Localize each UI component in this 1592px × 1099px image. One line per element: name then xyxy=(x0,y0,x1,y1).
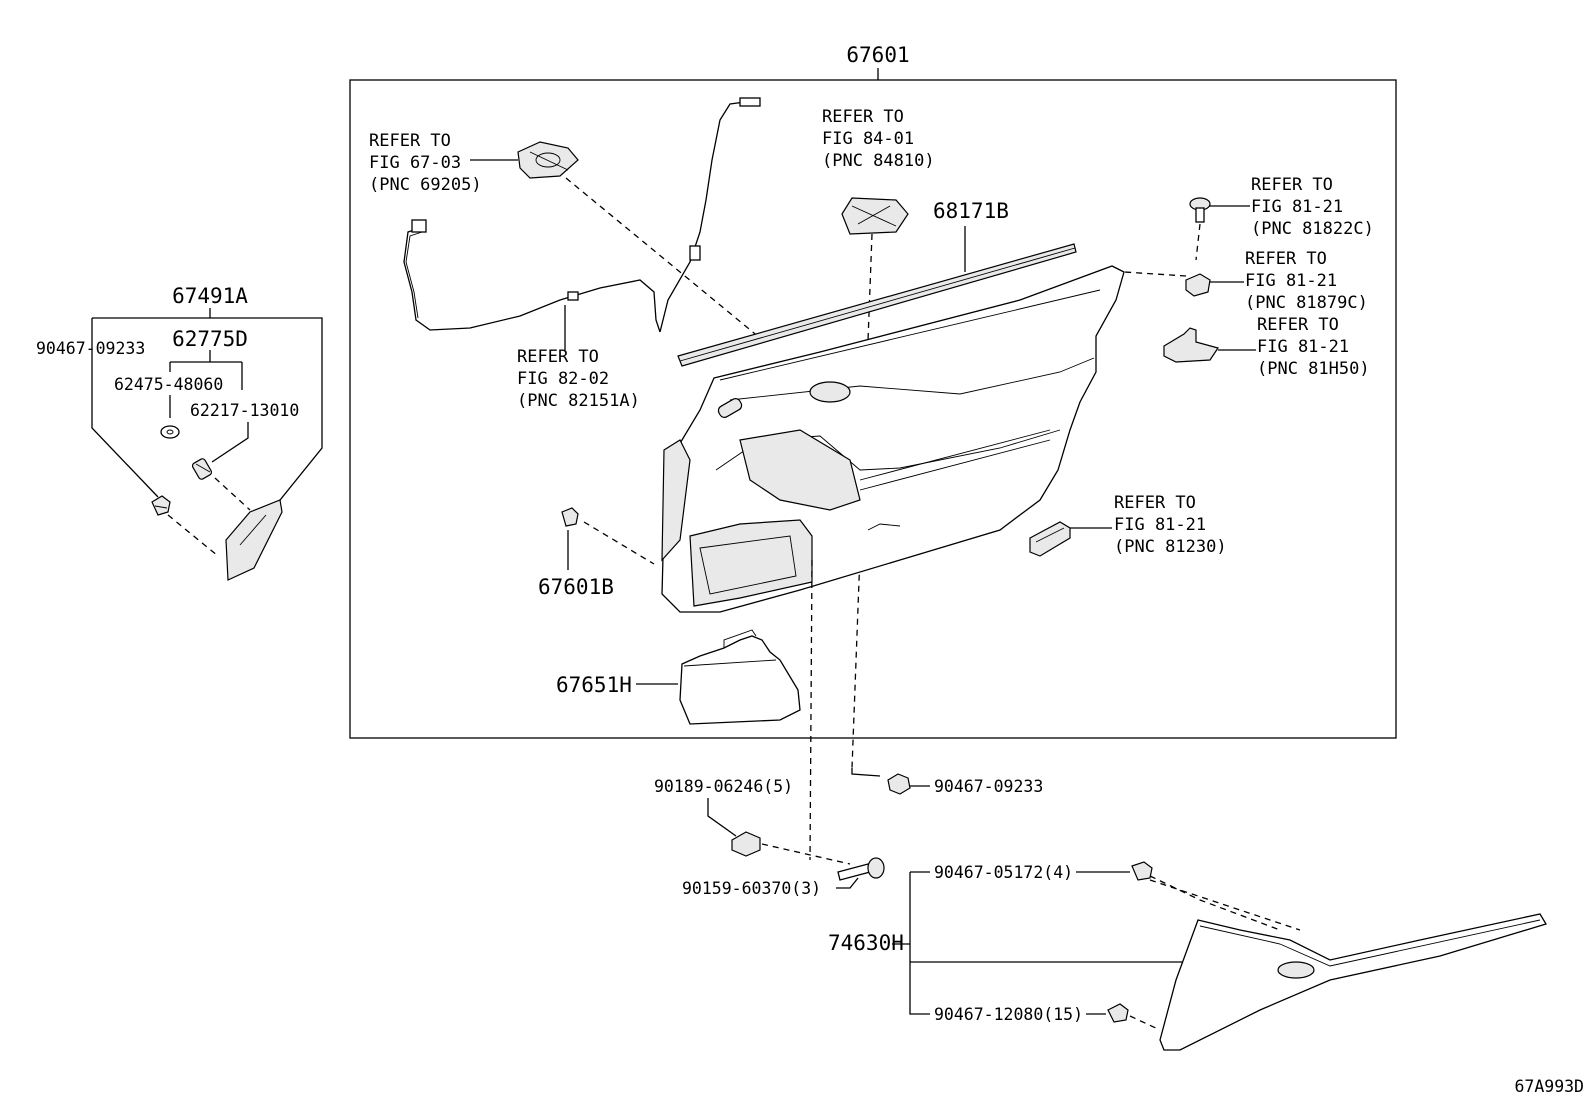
door-clip-67601B-part xyxy=(561,507,579,527)
ref-clip1-line3: (PNC 81822C) xyxy=(1251,219,1374,239)
door-pocket-part xyxy=(679,629,801,725)
bolt-90159-part xyxy=(837,857,885,881)
ref-switch-line2: FIG 84-01 xyxy=(822,129,914,149)
door-trim-panel-part xyxy=(661,265,1125,613)
wire-harness-part xyxy=(403,97,761,333)
ref-clip2-line3: (PNC 81879C) xyxy=(1245,293,1368,313)
ref-clip1-line1: REFER TO xyxy=(1251,175,1333,195)
bracket-panel-part xyxy=(225,499,283,581)
label-90467-05172: 90467-05172(4) xyxy=(934,863,1073,882)
clip-81879C-part xyxy=(1185,273,1211,297)
label-90159-60370: 90159-60370(3) xyxy=(682,879,821,898)
washer-part xyxy=(160,425,180,439)
label-67651H: 67651H xyxy=(556,673,632,697)
ref-handle-line3: (PNC 69205) xyxy=(369,175,482,195)
label-67601B: 67601B xyxy=(538,575,614,599)
clip-90467-09233-bottom-part xyxy=(887,773,911,795)
ref-clip3-line3: (PNC 81H50) xyxy=(1257,359,1370,379)
assembly-frame xyxy=(349,79,1397,739)
label-62775D: 62775D xyxy=(172,327,248,351)
ref-wire-line2: FIG 82-02 xyxy=(517,369,609,389)
ref-wire-line3: (PNC 82151A) xyxy=(517,391,640,411)
label-90467-09233-left: 90467-09233 xyxy=(36,339,145,358)
courtesy-lamp-part xyxy=(1029,521,1071,557)
ref-wire-line1: REFER TO xyxy=(517,347,599,367)
power-switch-part xyxy=(841,197,909,235)
ref-clip3-line1: REFER TO xyxy=(1257,315,1339,335)
ref-lamp-line1: REFER TO xyxy=(1114,493,1196,513)
nut-90189-part xyxy=(731,831,761,857)
ref-clip2-line2: FIG 81-21 xyxy=(1245,271,1337,291)
bracket-81H50-part xyxy=(1163,327,1219,363)
ref-switch-line3: (PNC 84810) xyxy=(822,151,935,171)
label-62475-48060: 62475-48060 xyxy=(114,375,223,394)
ref-switch-line1: REFER TO xyxy=(822,107,904,127)
ref-lamp-line2: FIG 81-21 xyxy=(1114,515,1206,535)
label-62217-13010: 62217-13010 xyxy=(190,401,299,420)
label-90467-12080: 90467-12080(15) xyxy=(934,1005,1083,1024)
diagram-code: 67A993D xyxy=(1514,1077,1584,1096)
label-67601: 67601 xyxy=(846,43,909,67)
scuff-plate-part xyxy=(1159,913,1547,1051)
label-74630H: 74630H xyxy=(828,931,904,955)
label-67491A: 67491A xyxy=(172,284,248,308)
label-90189-06246: 90189-06246(5) xyxy=(654,777,793,796)
clip-81822C-part xyxy=(1189,197,1211,223)
ref-clip2-line1: REFER TO xyxy=(1245,249,1327,269)
clip-62217-part xyxy=(191,458,213,480)
clip-90467-left-part xyxy=(151,495,171,516)
clip-90467-05172-part xyxy=(1131,861,1153,881)
weatherstrip-part xyxy=(677,243,1077,367)
ref-lamp-line3: (PNC 81230) xyxy=(1114,537,1227,557)
label-90467-09233-bottom: 90467-09233 xyxy=(934,777,1043,796)
ref-clip1-line2: FIG 81-21 xyxy=(1251,197,1343,217)
ref-clip3-line2: FIG 81-21 xyxy=(1257,337,1349,357)
ref-handle-line2: FIG 67-03 xyxy=(369,153,461,173)
label-68171B: 68171B xyxy=(933,199,1009,223)
inner-handle-part xyxy=(517,141,579,179)
ref-handle-line1: REFER TO xyxy=(369,131,451,151)
clip-90467-12080-part xyxy=(1107,1003,1129,1023)
